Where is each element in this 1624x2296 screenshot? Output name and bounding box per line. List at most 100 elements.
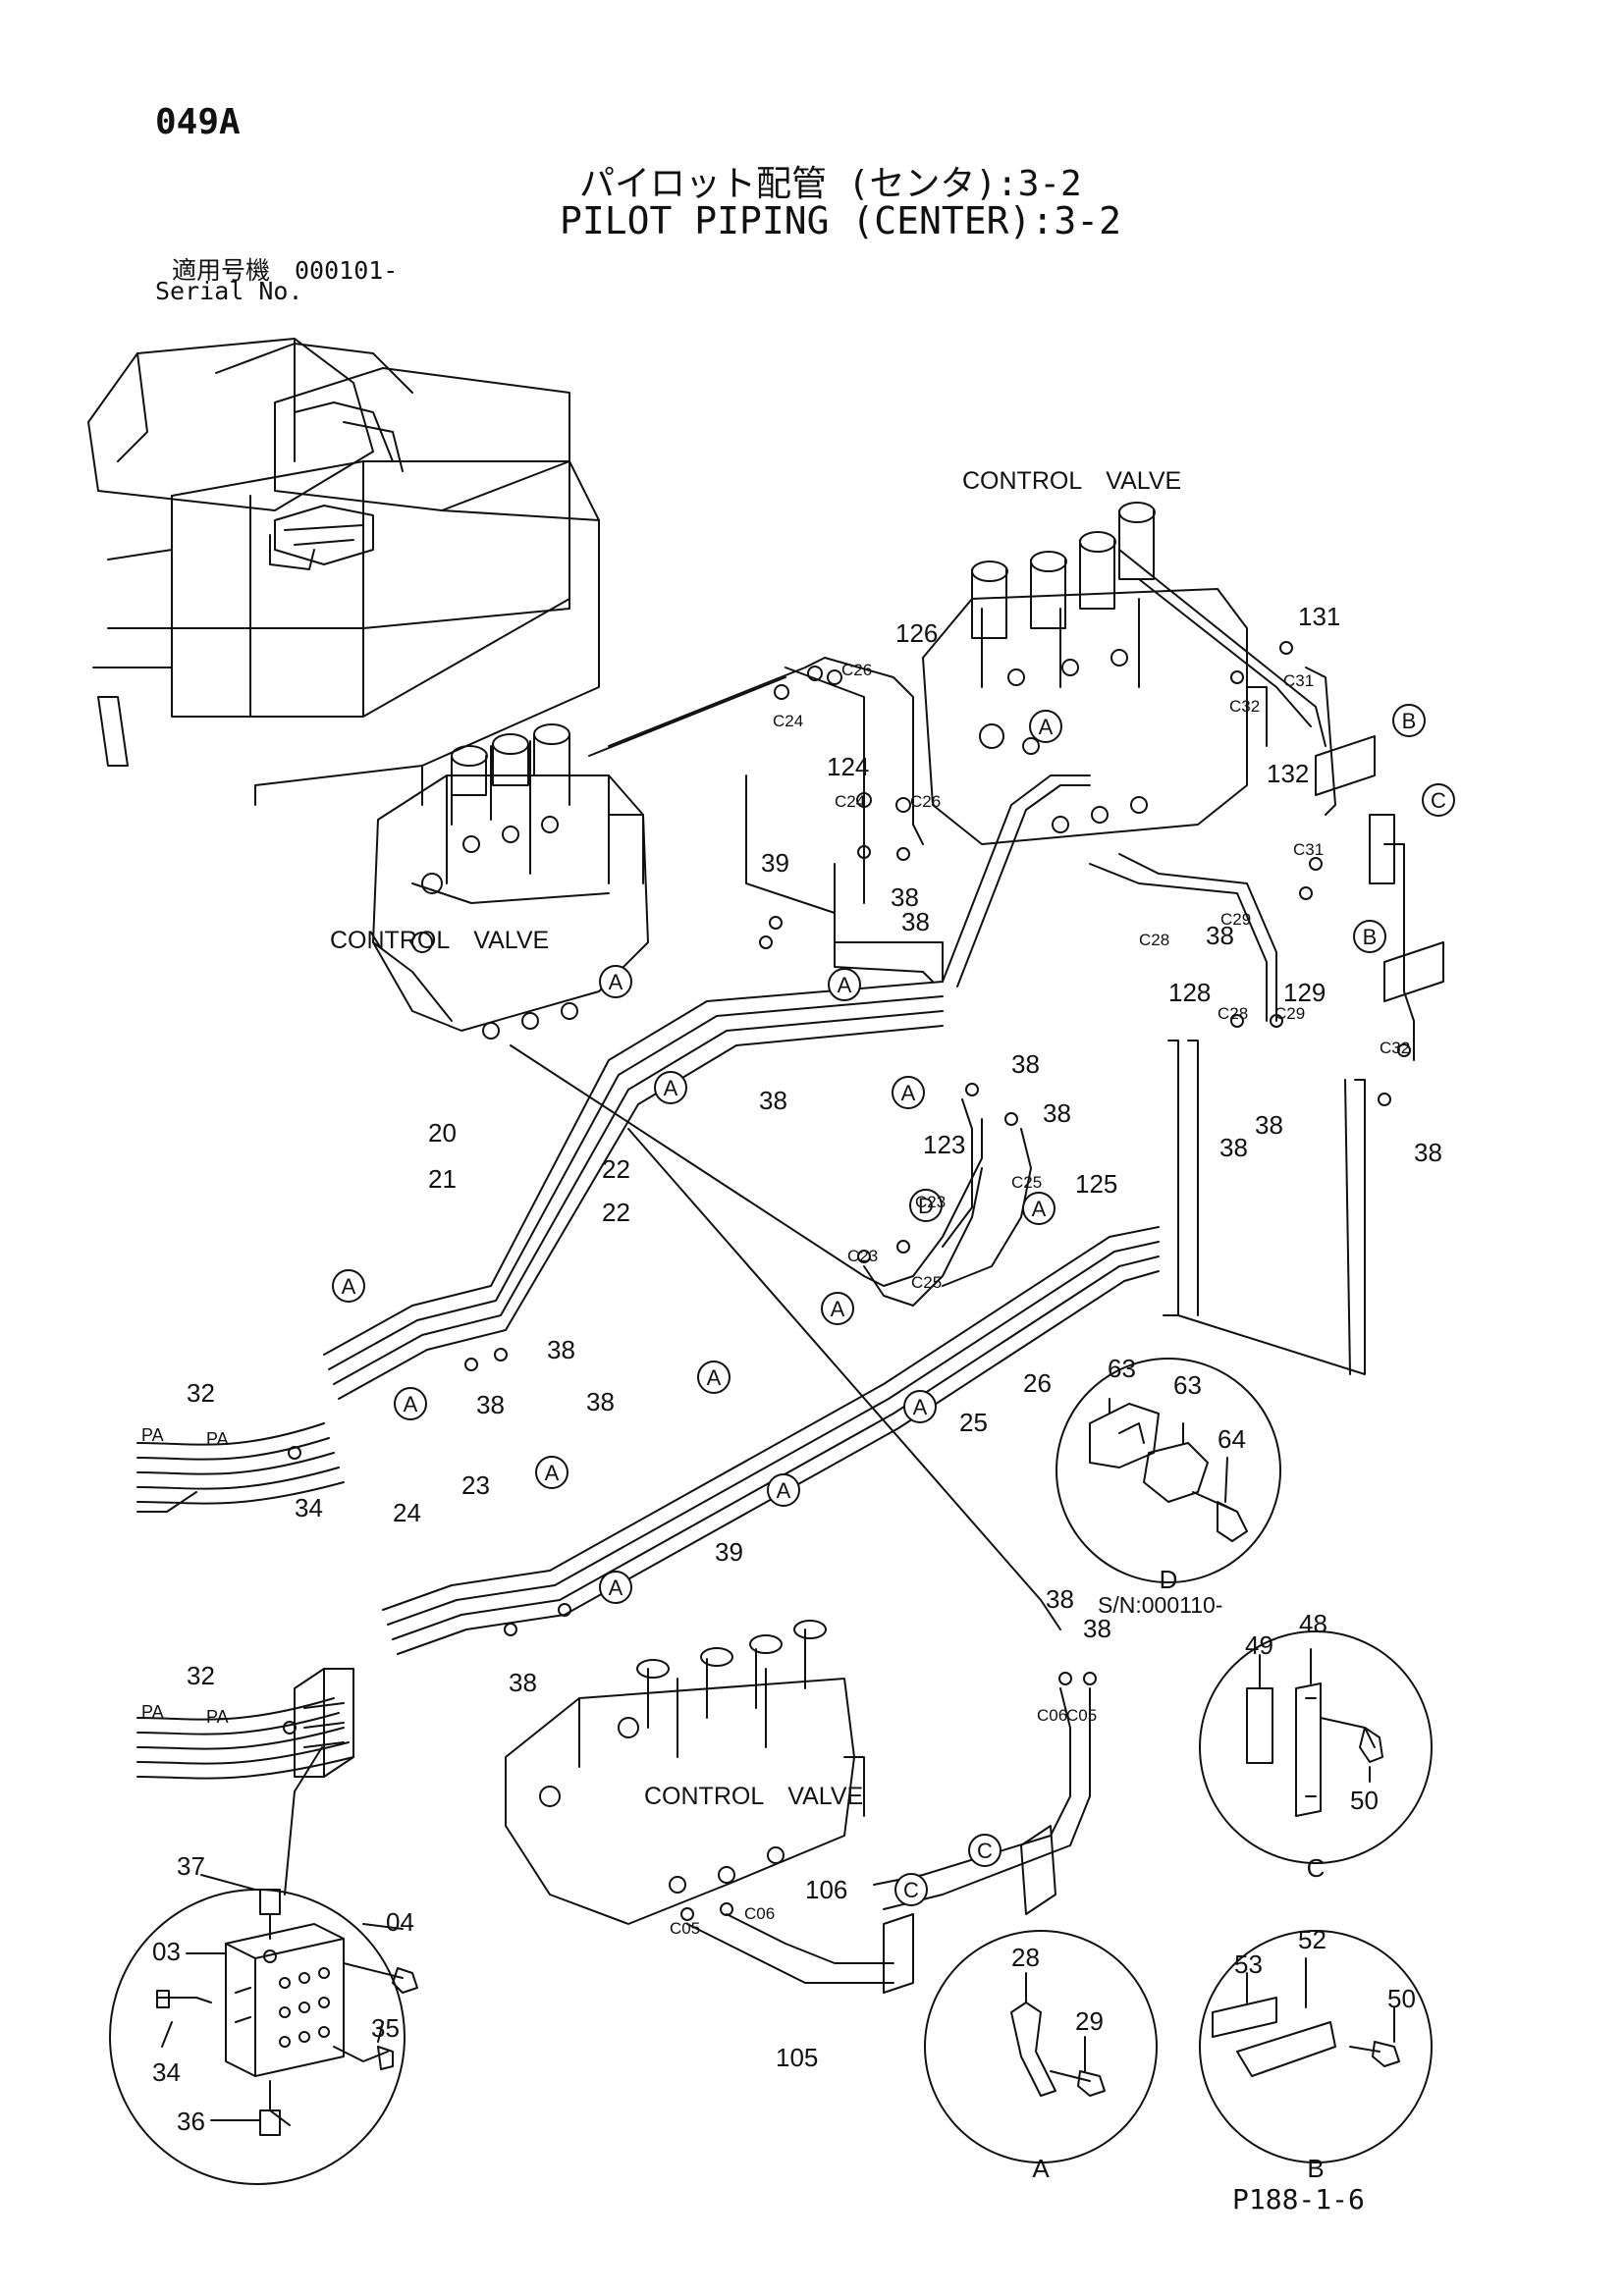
part-number-pa: PA bbox=[206, 1707, 229, 1727]
reference-c-bubble-circle bbox=[1422, 783, 1455, 817]
detail-d-letter: D bbox=[1160, 1565, 1178, 1594]
part-number-28: 28 bbox=[1011, 1943, 1040, 1972]
detail-a-parts bbox=[1010, 1972, 1106, 2097]
part-number-37: 37 bbox=[177, 1851, 205, 1881]
part-number-32: 32 bbox=[187, 1378, 215, 1408]
part-number-36: 36 bbox=[177, 2107, 205, 2136]
reference-a-bubble: A bbox=[838, 973, 852, 997]
detail-d-serial-note: S/N:000110- bbox=[1098, 1592, 1222, 1618]
reference-c-bubble: C bbox=[1431, 788, 1446, 813]
part-number-pa: PA bbox=[141, 1425, 164, 1445]
reference-b-bubble: B bbox=[1402, 709, 1417, 733]
footer-code: P188-1-6 bbox=[1232, 2183, 1365, 2216]
bottom-control-valve-drawing bbox=[505, 1620, 865, 1925]
part-number-20: 20 bbox=[428, 1118, 457, 1148]
reference-a-bubble: A bbox=[1039, 715, 1054, 739]
reference-d-bubble-circle bbox=[909, 1189, 943, 1222]
part-number-50: 50 bbox=[1350, 1786, 1379, 1815]
part-number-26: 26 bbox=[1023, 1368, 1052, 1398]
part-number-52: 52 bbox=[1298, 1925, 1326, 1954]
reference-a-bubble-circle bbox=[697, 1361, 731, 1394]
reference-b-bubble-circle bbox=[1353, 920, 1386, 953]
port-code-c24: C24 bbox=[835, 792, 865, 811]
part-number-38: 38 bbox=[1206, 921, 1234, 950]
detail-a-letter: A bbox=[1032, 2154, 1050, 2183]
reference-c-bubble: C bbox=[903, 1878, 919, 1902]
page-code: 049A bbox=[155, 102, 241, 142]
part-number-34: 34 bbox=[295, 1493, 323, 1522]
part-number-03: 03 bbox=[152, 1937, 181, 1966]
machine-body-drawing bbox=[87, 338, 600, 806]
part-number-123: 123 bbox=[923, 1130, 965, 1159]
part-number-49: 49 bbox=[1245, 1630, 1273, 1660]
part-number-23: 23 bbox=[461, 1470, 490, 1500]
reference-a-bubble: A bbox=[831, 1297, 845, 1321]
part-number-38: 38 bbox=[1083, 1614, 1111, 1643]
part-number-38: 38 bbox=[1414, 1138, 1442, 1167]
control-valve-label: CONTROL VALVE bbox=[644, 1783, 863, 1810]
part-number-131: 131 bbox=[1298, 602, 1340, 631]
part-number-48: 48 bbox=[1299, 1609, 1327, 1638]
reference-b-bubble: B bbox=[1363, 925, 1378, 949]
part-number-126: 126 bbox=[895, 618, 938, 648]
port-code-c26: C26 bbox=[841, 661, 872, 679]
part-number-38: 38 bbox=[759, 1086, 787, 1115]
part-number-34: 34 bbox=[152, 2057, 181, 2087]
port-code-c28: C28 bbox=[1218, 1004, 1248, 1023]
reference-d-bubble: D bbox=[918, 1194, 934, 1218]
brackets bbox=[883, 735, 1444, 1994]
port-code-c05: C05 bbox=[670, 1919, 700, 1938]
part-number-39: 39 bbox=[715, 1537, 743, 1567]
part-number-22: 22 bbox=[602, 1198, 630, 1227]
reference-a-bubble-circle bbox=[394, 1387, 427, 1420]
page-title: PILOT PIPING (CENTER):3-2 bbox=[560, 199, 1121, 242]
reference-a-bubble-circle bbox=[1022, 1192, 1056, 1225]
fittings bbox=[283, 641, 1411, 1921]
reference-a-bubble-circle bbox=[599, 965, 632, 998]
port-code-c25: C25 bbox=[911, 1273, 942, 1292]
right-control-valve-drawing bbox=[922, 502, 1268, 845]
port-code-c24: C24 bbox=[773, 712, 803, 730]
reference-c-bubble-circle bbox=[968, 1834, 1001, 1867]
reference-a-bubble: A bbox=[609, 970, 623, 994]
reference-a-bubble-circle bbox=[535, 1456, 568, 1489]
reference-a-bubble-circle bbox=[903, 1390, 937, 1423]
reference-a-bubble-circle bbox=[654, 1071, 687, 1104]
port-code-c29: C29 bbox=[1274, 1004, 1305, 1023]
part-number-38: 38 bbox=[547, 1335, 575, 1364]
reference-a-bubble: A bbox=[404, 1392, 418, 1416]
reference-a-bubble: A bbox=[609, 1575, 623, 1600]
part-number-25: 25 bbox=[959, 1408, 988, 1437]
part-number-38: 38 bbox=[509, 1668, 537, 1697]
detail-c-letter: C bbox=[1307, 1853, 1326, 1883]
part-number-132: 132 bbox=[1267, 759, 1309, 788]
reference-a-bubble-circle bbox=[599, 1571, 632, 1604]
reference-a-bubble: A bbox=[901, 1081, 916, 1105]
part-number-38: 38 bbox=[586, 1387, 615, 1416]
part-number-38: 38 bbox=[476, 1390, 505, 1419]
part-number-64: 64 bbox=[1218, 1424, 1246, 1454]
detail-circles bbox=[109, 1358, 1433, 2185]
part-number-53: 53 bbox=[1234, 1949, 1263, 1979]
control-valve-label: CONTROL VALVE bbox=[962, 467, 1181, 495]
port-code-c26: C26 bbox=[910, 792, 941, 811]
part-number-106: 106 bbox=[805, 1875, 847, 1904]
part-number-22: 22 bbox=[602, 1154, 630, 1184]
detail-b-letter: B bbox=[1307, 2154, 1324, 2183]
reference-a-bubble: A bbox=[664, 1076, 678, 1100]
port-code-c31: C31 bbox=[1293, 840, 1324, 859]
part-number-38: 38 bbox=[1219, 1133, 1248, 1162]
left-control-valve-drawing bbox=[372, 723, 649, 1040]
reference-c-bubble-circle bbox=[894, 1873, 928, 1906]
reference-a-bubble: A bbox=[545, 1461, 560, 1485]
port-code-c25: C25 bbox=[1011, 1173, 1042, 1192]
part-number-38: 38 bbox=[1011, 1049, 1040, 1079]
reference-a-bubble: A bbox=[777, 1478, 791, 1503]
reference-a-bubble-circle bbox=[828, 968, 861, 1001]
part-number-38: 38 bbox=[1255, 1110, 1283, 1140]
part-number-128: 128 bbox=[1168, 978, 1211, 1007]
port-code-c06: C06 bbox=[1037, 1706, 1067, 1725]
reference-a-bubble-circle bbox=[1029, 710, 1062, 743]
reference-a-bubble: A bbox=[707, 1365, 722, 1390]
